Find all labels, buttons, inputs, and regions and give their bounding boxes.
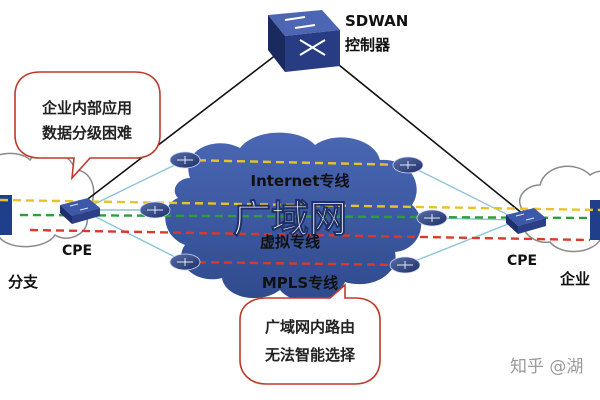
router-icon (392, 156, 424, 174)
mpls-link-label: MPLS专线 (262, 274, 338, 292)
router-icon (169, 253, 201, 271)
left-cpe-label: CPE (62, 243, 92, 259)
controller-link-left (79, 47, 286, 206)
left-site-name: 分支 (8, 273, 39, 291)
router-icon (139, 201, 171, 219)
bottom-callout-line1: 广域网内路由 (265, 318, 355, 336)
sdwan-controller-switch-icon (268, 10, 340, 72)
virtual-link-label: 虚拟专线 (260, 233, 320, 251)
controller-label-cn: 控制器 (345, 36, 391, 54)
left-callout-line2: 数据分级困难 (42, 124, 132, 142)
left-cpe-icon (60, 198, 100, 224)
left-server-icon (0, 195, 12, 235)
wan-title: 广域网 (233, 197, 347, 241)
right-site-name: 企业 (559, 270, 590, 288)
internet-link-mid (184, 158, 409, 167)
router-icon (416, 209, 448, 227)
controller-link-right (317, 47, 529, 219)
internet-link (0, 198, 600, 212)
virtual-link (19, 213, 591, 220)
mpls-link (29, 228, 591, 242)
watermark: 知乎 @湖 (510, 357, 583, 377)
right-cpe-icon (506, 208, 546, 234)
mpls-link-mid (184, 260, 406, 267)
bottom-callout-bubble (239, 283, 381, 385)
right-server-icon (590, 200, 600, 240)
router-icon (389, 256, 421, 274)
bottom-callout-line2: 无法智能选择 (264, 346, 356, 364)
left-callout-line1: 企业内部应用 (41, 99, 132, 117)
right-cpe-label: CPE (507, 253, 537, 269)
router-icon (169, 151, 201, 169)
internet-link-label: Internet专线 (250, 172, 349, 190)
left-callout-bubble (14, 71, 161, 181)
controller-label-en: SDWAN (345, 12, 408, 30)
